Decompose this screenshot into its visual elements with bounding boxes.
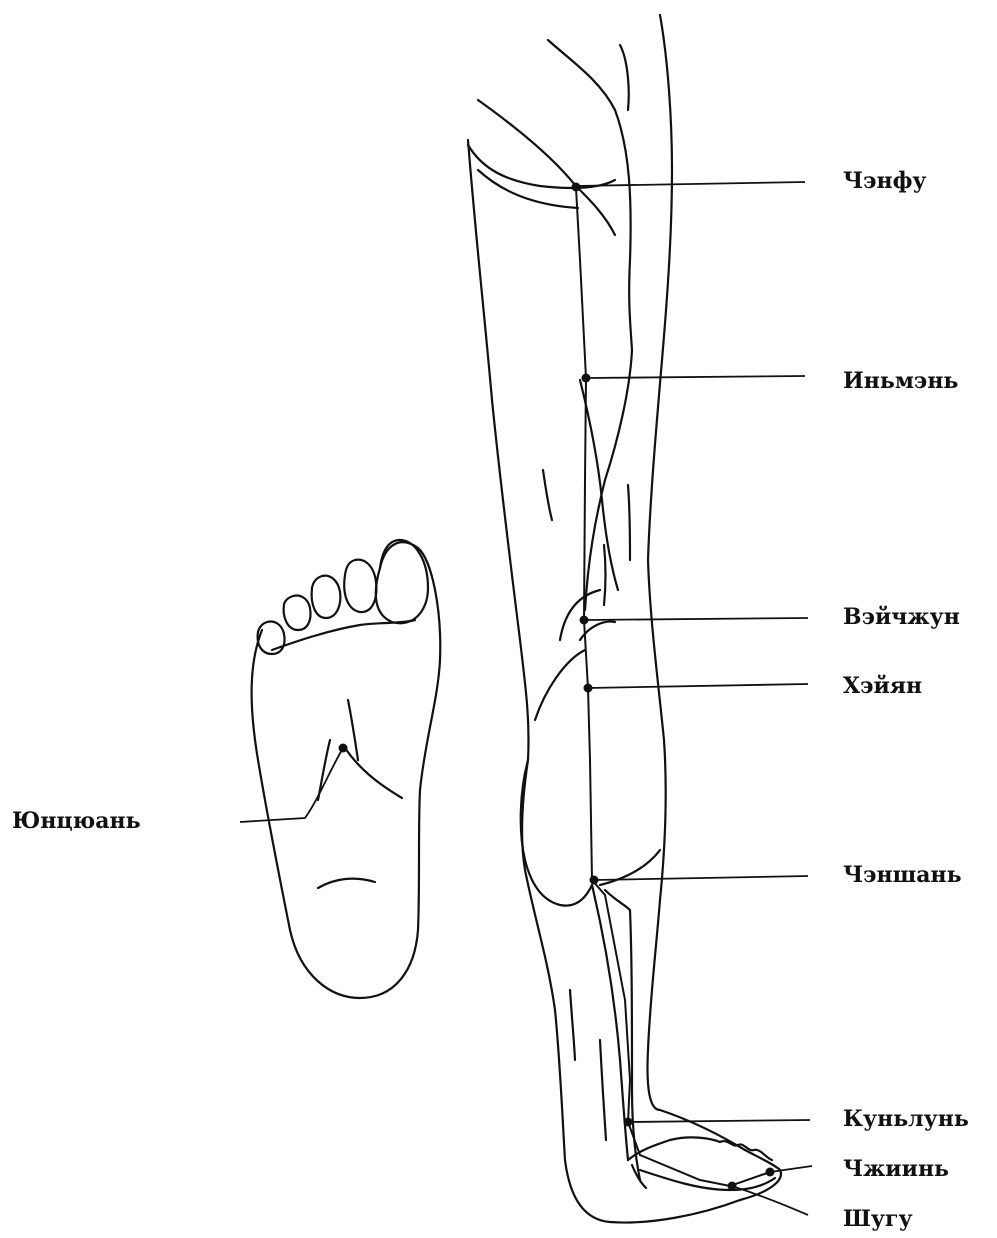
foot-sole-figure bbox=[240, 540, 440, 998]
toe-4 bbox=[284, 596, 311, 631]
foot-top bbox=[660, 1110, 780, 1170]
label-shugu: Шугу bbox=[843, 1208, 913, 1230]
calf-line-2 bbox=[600, 1040, 606, 1140]
calf-line bbox=[570, 990, 575, 1060]
label-kunlun: Куньлунь bbox=[843, 1108, 969, 1130]
label-heyang: Хэйян bbox=[843, 675, 922, 697]
label-weizhong: Вэйчжун bbox=[843, 606, 960, 628]
popliteal-tendon bbox=[604, 545, 606, 605]
sole-crease-mid bbox=[345, 748, 402, 798]
label-yongquan: Юнцюань bbox=[12, 810, 141, 832]
label-zhiyin: Чжиинь bbox=[843, 1158, 949, 1180]
sole-outline bbox=[252, 542, 441, 998]
leg-right-contour bbox=[648, 15, 673, 1110]
thigh-mark bbox=[543, 470, 552, 520]
point-kunlun bbox=[624, 1118, 633, 1127]
point-chengfu bbox=[572, 183, 581, 192]
leader-yinmen bbox=[586, 376, 805, 378]
toe-5 bbox=[258, 622, 285, 655]
point-yinmen bbox=[582, 374, 591, 383]
toe-3 bbox=[312, 576, 341, 618]
leg-left-contour bbox=[468, 140, 781, 1223]
label-chengshan: Чэншань bbox=[843, 864, 962, 886]
achilles-tendon-right bbox=[605, 890, 640, 1180]
popliteal-crease-left bbox=[560, 590, 600, 640]
gluteal-fold bbox=[478, 100, 615, 235]
point-chengshan bbox=[590, 876, 599, 885]
leader-weizhong bbox=[584, 618, 808, 620]
point-shugu bbox=[728, 1182, 737, 1191]
thigh-mark-2 bbox=[628, 485, 630, 560]
point-heyang bbox=[584, 684, 593, 693]
leg-upper-fold bbox=[620, 45, 629, 110]
big-toe bbox=[376, 540, 428, 623]
buttock-lower bbox=[478, 170, 578, 208]
leader-kunlun bbox=[628, 1120, 810, 1122]
label-chengfu: Чэнфу bbox=[843, 170, 927, 192]
calf-medial-head bbox=[521, 760, 592, 906]
leader-yongquan bbox=[240, 748, 343, 822]
point-zhiyin bbox=[766, 1168, 775, 1177]
leg-inner-line bbox=[548, 40, 632, 610]
sole-crease-top bbox=[348, 700, 358, 760]
foot-lateral-edge bbox=[640, 1170, 775, 1190]
point-weizhong bbox=[580, 616, 589, 625]
leader-shugu bbox=[732, 1186, 808, 1215]
sole-heel-arc bbox=[318, 879, 375, 888]
label-yinmen: Иньмэнь bbox=[843, 370, 958, 392]
toe-2 bbox=[344, 560, 376, 612]
sole-ball-line bbox=[272, 620, 415, 650]
leaders bbox=[576, 182, 812, 1215]
leader-heyang bbox=[588, 684, 808, 688]
knee-fold bbox=[535, 650, 585, 720]
